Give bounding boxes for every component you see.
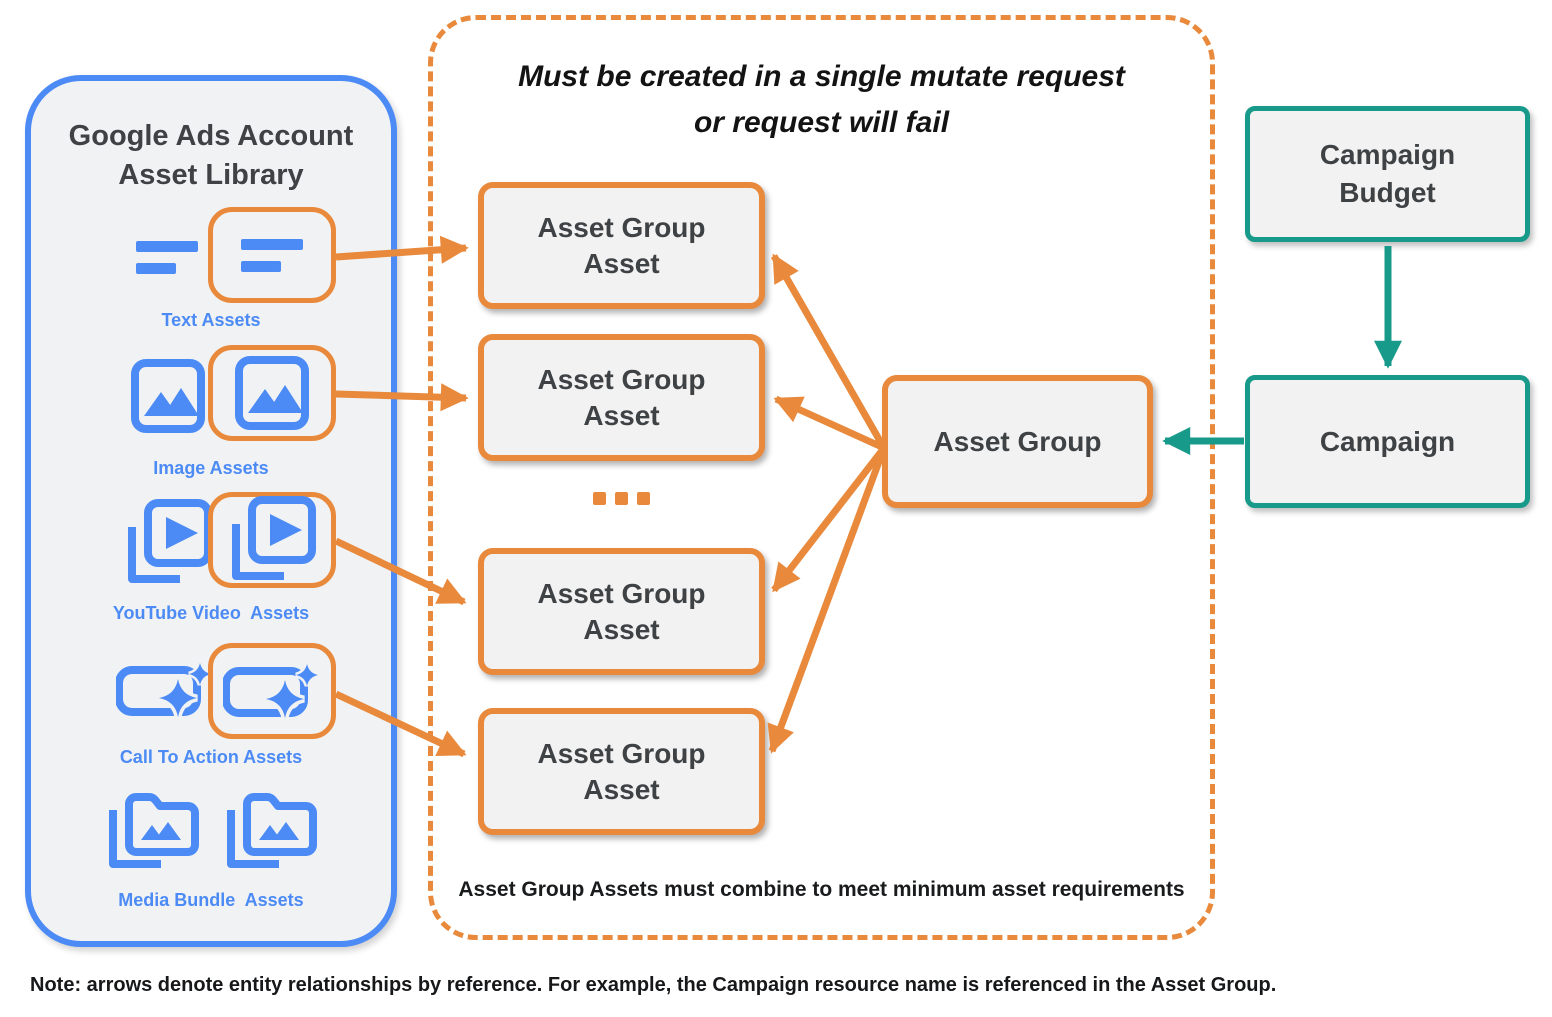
image-asset-icon bbox=[131, 359, 205, 433]
asset-group-asset-label-line1: Asset Group bbox=[537, 577, 706, 609]
text-asset-icon bbox=[136, 236, 198, 278]
campaign-label: Campaign bbox=[1319, 425, 1456, 457]
image-assets-label: Image Assets bbox=[153, 458, 269, 478]
text-asset-icon bbox=[241, 234, 303, 276]
asset-group-asset-label-line2: Asset bbox=[583, 247, 660, 279]
diagram-note: Note: arrows denote entity relationships… bbox=[30, 974, 1277, 996]
library-title-line2: Asset Library bbox=[118, 159, 304, 191]
campaign-budget-box: Campaign Budget bbox=[1245, 106, 1530, 242]
asset-group-asset-label-line2: Asset bbox=[583, 613, 660, 645]
mutate-panel-title: Must be created in a single mutate reque… bbox=[433, 54, 1210, 146]
asset-group-asset-label-line1: Asset Group bbox=[537, 737, 706, 769]
asset-group-label: Asset Group bbox=[933, 425, 1102, 457]
call-to-action-assets-label: Call To Action Assets bbox=[119, 747, 303, 767]
mutate-panel-footnote: Asset Group Assets must combine to meet … bbox=[458, 878, 1185, 901]
ellipsis-icon: ... bbox=[478, 491, 765, 505]
ellipsis-dot bbox=[615, 491, 628, 505]
mutate-panel-title-line2: or request will fail bbox=[693, 106, 950, 139]
media-bundle-asset-icon bbox=[105, 784, 199, 872]
ellipsis-dot bbox=[593, 491, 606, 505]
mutate-panel-title-line1: Must be created in a single mutate reque… bbox=[518, 60, 1125, 93]
asset-library-panel: Google Ads Account Asset Library Text As… bbox=[25, 75, 397, 947]
media-bundle-asset-icon bbox=[223, 784, 317, 872]
campaign-budget-label-line2: Budget bbox=[1339, 177, 1436, 208]
media-bundle-assets-label: Media Bundle Assets bbox=[118, 890, 304, 910]
asset-group-asset-label-line2: Asset bbox=[583, 773, 660, 805]
asset-group-asset-box: Asset Group Asset bbox=[478, 182, 765, 309]
ellipsis-dot bbox=[637, 491, 650, 505]
campaign-budget-label-line1: Campaign bbox=[1319, 139, 1456, 170]
campaign-box: Campaign bbox=[1245, 375, 1530, 508]
call-to-action-asset-highlight-ring bbox=[208, 643, 336, 739]
asset-group-asset-box: Asset Group Asset bbox=[478, 334, 765, 461]
asset-group-asset-label-line1: Asset Group bbox=[537, 363, 706, 395]
call-to-action-asset-icon bbox=[223, 662, 321, 720]
library-title-line1: Google Ads Account bbox=[68, 120, 354, 152]
asset-group-asset-label-line1: Asset Group bbox=[537, 211, 706, 243]
image-asset-highlight-ring bbox=[208, 345, 336, 441]
youtube-video-asset-highlight-ring bbox=[208, 492, 336, 588]
library-title: Google Ads Account Asset Library bbox=[31, 117, 391, 195]
text-assets-label: Text Assets bbox=[161, 310, 261, 330]
asset-group-asset-box: Asset Group Asset bbox=[478, 548, 765, 675]
youtube-video-asset-icon bbox=[124, 499, 212, 587]
asset-group-asset-label-line2: Asset bbox=[583, 399, 660, 431]
call-to-action-asset-icon bbox=[116, 661, 214, 719]
asset-group-box: Asset Group bbox=[882, 375, 1153, 508]
youtube-video-asset-icon bbox=[228, 496, 316, 584]
text-asset-highlight-ring bbox=[208, 207, 336, 303]
asset-group-asset-box: Asset Group Asset bbox=[478, 708, 765, 835]
youtube-video-assets-label: YouTube Video Assets bbox=[112, 603, 310, 623]
image-asset-icon bbox=[235, 356, 309, 430]
